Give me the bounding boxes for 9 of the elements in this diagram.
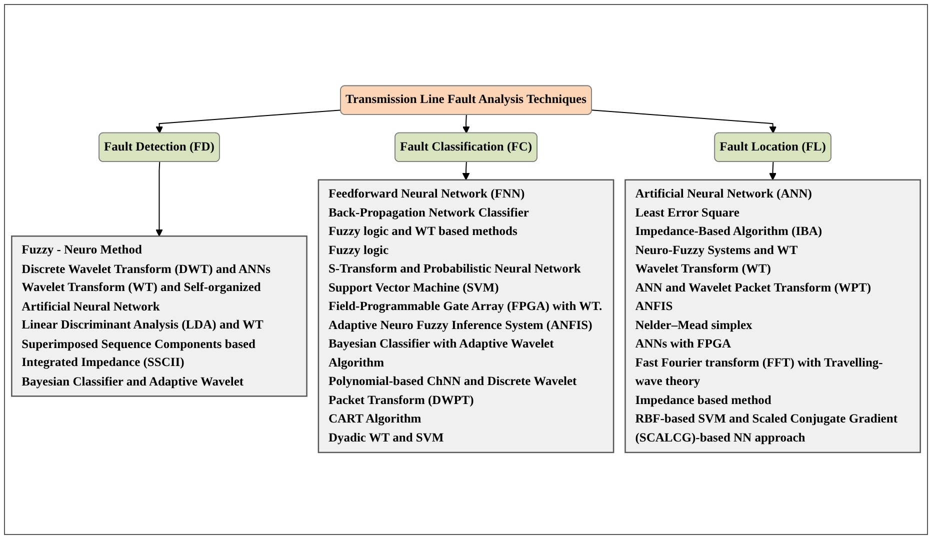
- arrow: [591, 110, 777, 134]
- arrow: [462, 162, 470, 181]
- node-box: Artificial Neural Network (ANN) Least Error Square Impedance-Based Algorithm (IBA) Neuro-Fuzzy Systems and WT Wavelet Transform (WT) ANN and Wavelet Packet Transform (WPT) ANFIS Nelder–Mead simplex ANNs with FPGA Fast Fourier transform (FFT) with Travelling-wave theory Impedance based method RBF-based SVM and Scaled Conjugate Gradient (SCALCG)-based NN approach: [624, 180, 921, 454]
- arrow: [462, 114, 470, 134]
- arrow: [156, 110, 342, 134]
- arrow: [769, 162, 776, 181]
- node-box: Fuzzy - Neuro Method Discrete Wavelet Transform (DWT) and ANNs Wavelet Transform (WT) and Self-organized Artificial Neural Network Linear Discriminant Analysis (LDA) and WT Superimposed Sequence Components based Integrated Impedance (SSCII) Bayesian Classifier and Adaptive Wavelet: [11, 236, 308, 398]
- arrow: [156, 162, 163, 237]
- node-box: Feedforward Neural Network (FNN) Back-Propagation Network Classifier Fuzzy logic and WT based methods Fuzzy logic S-Transform and Probabilistic Neural Network Support Vector Machine (SVM) Field-Programmable Gate Array (FPGA) with WT. Adaptive Neuro Fuzzy Inference System (ANFIS) Bayesian Classifier with Adaptive Wavelet Algorithm Polynomial-based ChNN and Discrete Wavelet Packet Transform (DWPT) CART Algorithm Dyadic WT and SVM: [318, 180, 614, 454]
